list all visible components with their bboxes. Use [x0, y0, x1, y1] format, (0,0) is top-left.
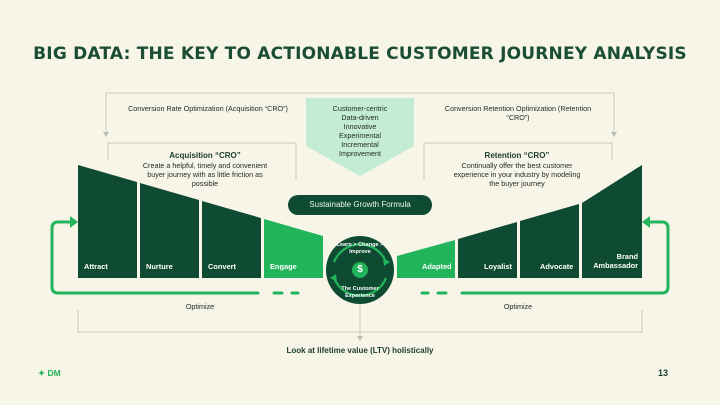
stage-loyalist: Loyalist [484, 262, 512, 271]
bottom-center-arrowhead [357, 336, 363, 341]
bar-advocate [520, 204, 579, 278]
page-number: 13 [658, 368, 669, 378]
stage-engage: Engage [270, 262, 297, 271]
circle-arrow-1 [383, 258, 390, 266]
circle-arc-top [332, 243, 388, 263]
bar-adapted [397, 240, 455, 278]
bar-engage [264, 219, 323, 278]
stage-adapted: Adapted [422, 262, 452, 271]
right-loop-path [460, 220, 670, 295]
optimize-right-label: Optimize [503, 302, 533, 311]
retention-body: Continually offer the best customer expe… [453, 161, 581, 188]
ltv-label: Look at lifetime value (LTV) holisticall… [286, 346, 434, 355]
circle-bottom-text: The Customer Experience [341, 286, 379, 299]
acquisition-body: Create a helpful, timely and convenient … [142, 161, 268, 188]
bar-brand-ambassador [582, 165, 642, 278]
top-bracket [105, 92, 615, 134]
top-left-arrowhead [103, 132, 109, 137]
dm-logo: ✦ DM [38, 368, 61, 378]
stage-brand-ambassador: Brand Ambassador [593, 252, 638, 270]
bar-nurture [140, 183, 199, 278]
top-right-arrowhead [611, 132, 617, 137]
dollar-badge [352, 262, 368, 278]
acquisition-bracket [107, 142, 297, 180]
retention-bracket [423, 142, 613, 180]
stage-convert: Convert [208, 262, 236, 271]
left-loop-arrowhead [70, 216, 78, 228]
center-keywords: Customer-centric Data-driven Innovative … [310, 104, 410, 158]
keyword: Innovative [343, 122, 377, 131]
keyword: Improvement [339, 149, 381, 158]
dollar-icon: $ [357, 264, 363, 275]
optimize-loop [50, 220, 670, 295]
left-loop-path [50, 220, 260, 295]
top-right-label: Conversion Retention Optimization (Reten… [444, 104, 592, 122]
optimize-left-label: Optimize [185, 302, 215, 311]
circle-arc-bottom [332, 277, 388, 297]
keyword: Incremental [341, 140, 379, 149]
sustainable-growth-formula: Sustainable Growth Formula [288, 195, 432, 215]
acquisition-heading: Acquisition “CRO” [169, 151, 241, 160]
page-title: BIG DATA: THE KEY TO ACTIONABLE CUSTOMER… [33, 44, 687, 64]
stage-nurture: Nurture [146, 262, 173, 271]
circle-arrow-2 [330, 274, 337, 282]
keyword: Data-driven [341, 113, 379, 122]
center-down-arrow [306, 98, 414, 176]
bar-loyalist [458, 222, 517, 278]
bar-attract [78, 165, 137, 278]
top-left-label: Conversion Rate Optimization (Acquisitio… [128, 104, 288, 113]
stage-attract: Attract [84, 262, 108, 271]
keyword: Customer-centric [332, 104, 388, 113]
bar-convert [202, 201, 261, 278]
right-loop-arrowhead [642, 216, 650, 228]
circle-top-text: Learn > Change > Improve [336, 242, 384, 255]
stage-advocate: Advocate [540, 262, 574, 271]
keyword: Experimental [339, 131, 381, 140]
retention-heading: Retention “CRO” [484, 151, 550, 160]
